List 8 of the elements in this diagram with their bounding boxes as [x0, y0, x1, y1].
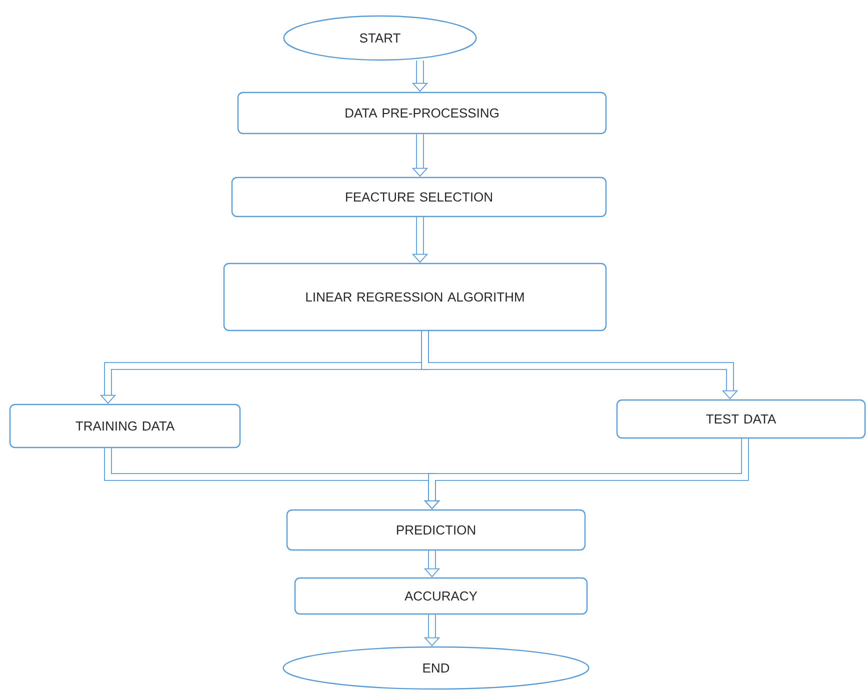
process-box: TRAINING DATA: [9, 404, 241, 448]
process-box: FEACTURE SELECTION: [231, 176, 607, 218]
process-box: LINEAR REGRESSION ALGORITHM: [223, 262, 607, 332]
process-box: TEST DATA: [616, 399, 866, 439]
block-arrow: [421, 331, 738, 400]
process-box: DATA PRE-PROCESSING: [237, 92, 607, 134]
process-box: ACCURACY: [294, 577, 588, 615]
process-box: PREDICTION: [286, 509, 586, 551]
